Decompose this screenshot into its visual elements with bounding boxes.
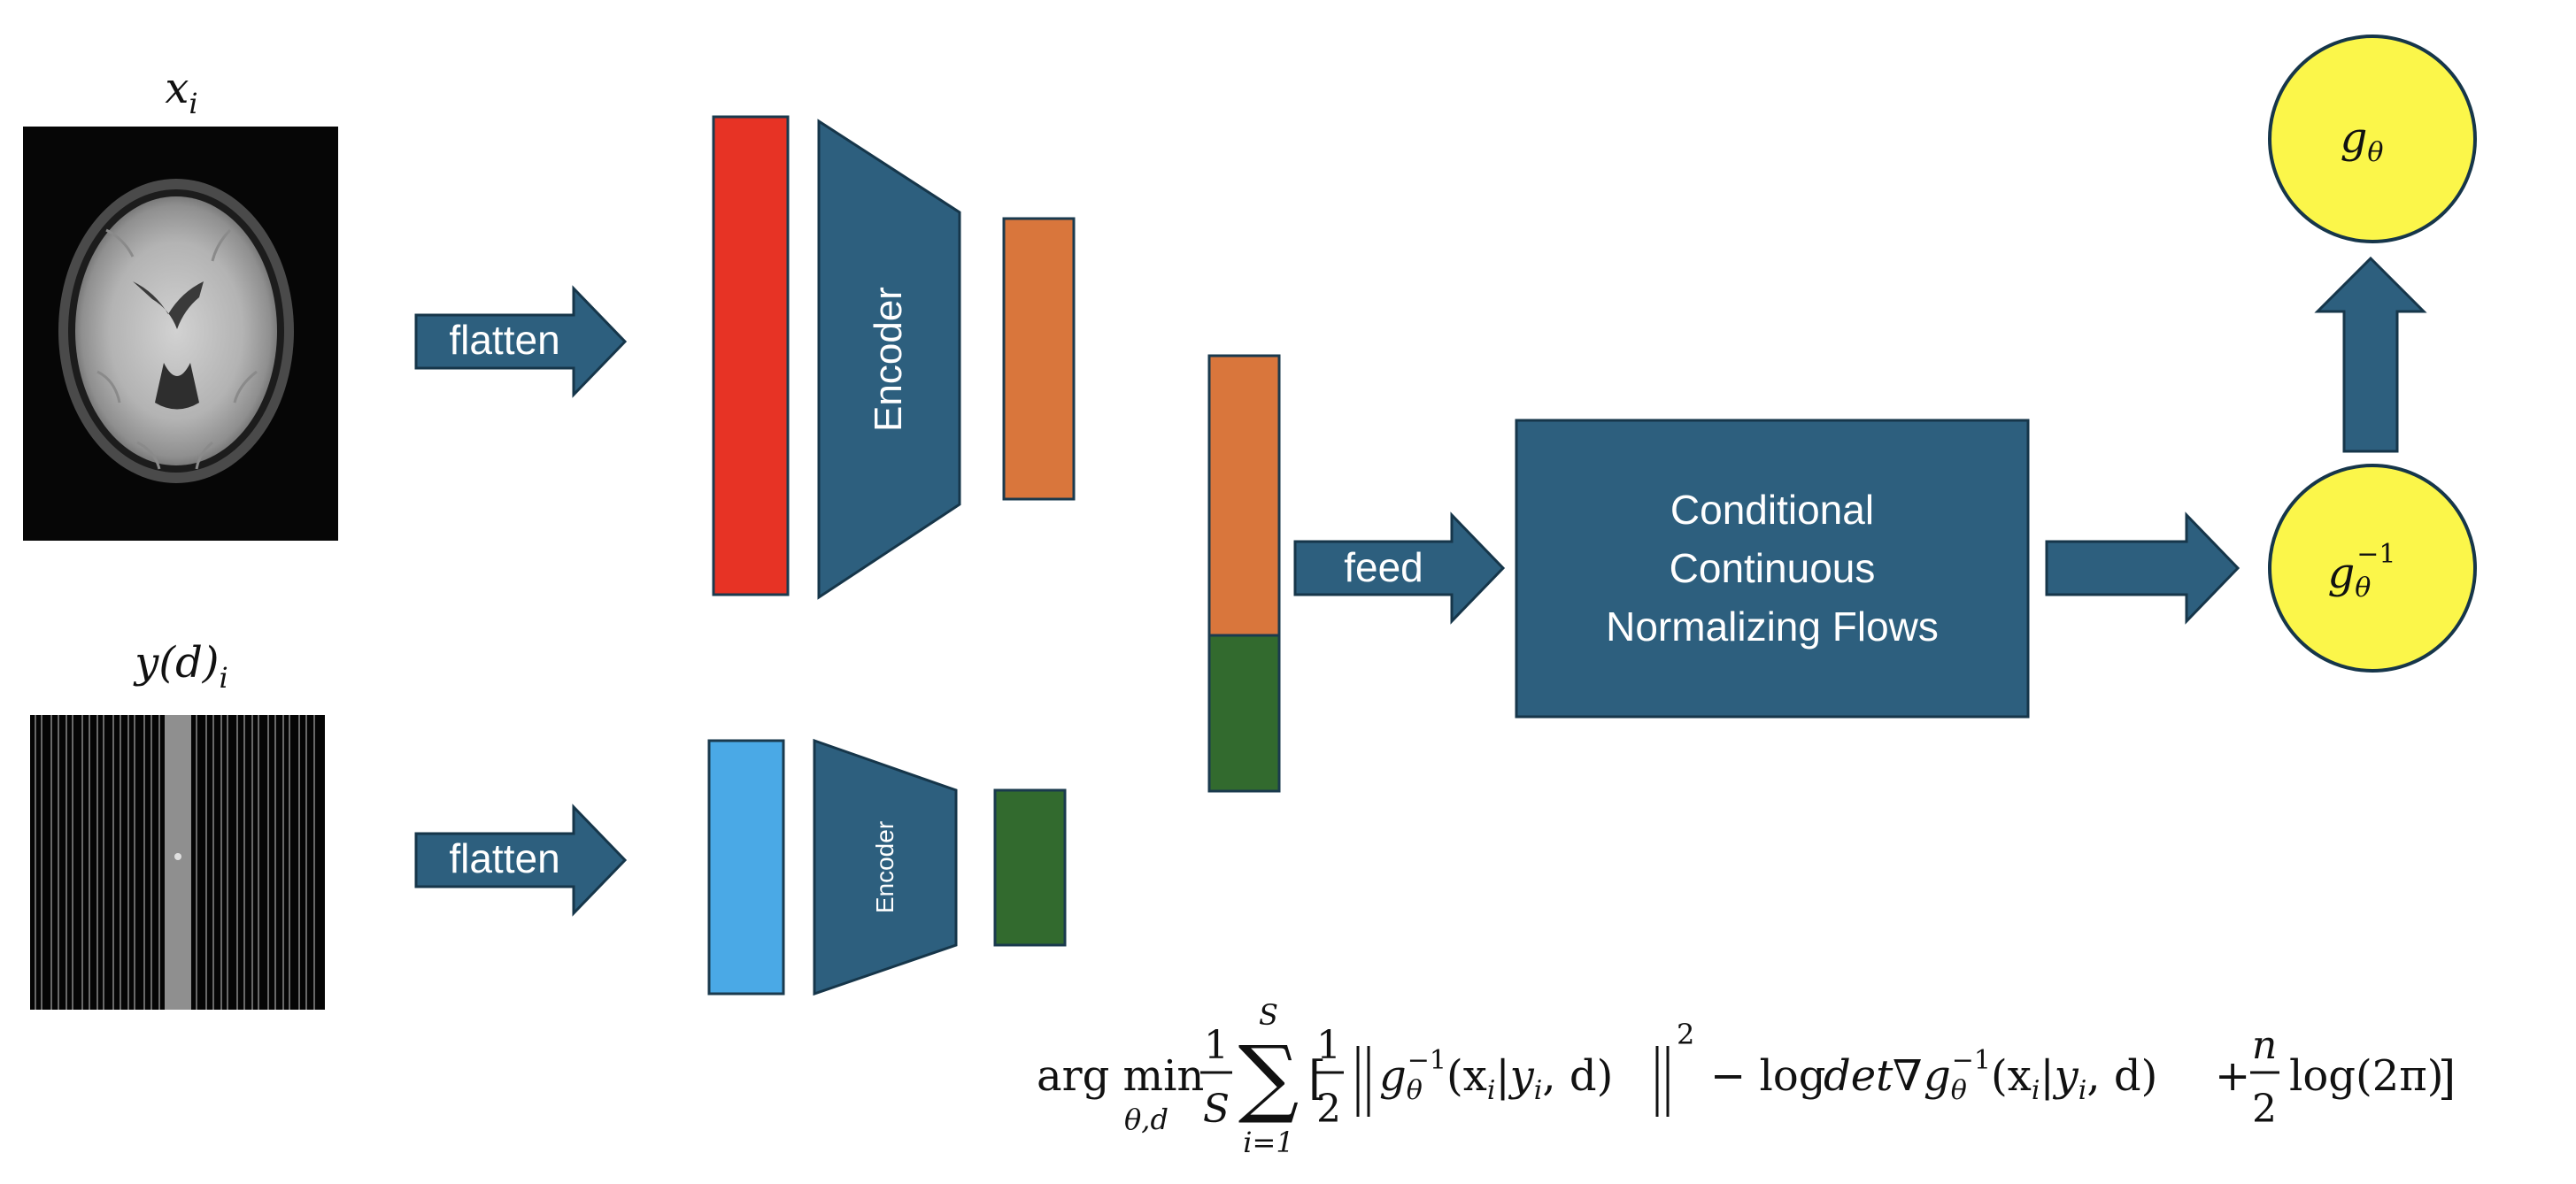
image-vector-block xyxy=(712,115,790,596)
up-arrow xyxy=(2314,256,2427,453)
eq-argmin: arg min xyxy=(1037,1051,1204,1101)
concat-measurement-part xyxy=(1207,634,1281,793)
eq-log2pi: log(2π) xyxy=(2289,1051,2444,1101)
feed-arrow: feed xyxy=(1293,511,1506,625)
ccnf-label-line1: Conditional xyxy=(1670,487,1874,533)
eq-term1-args-i2: i xyxy=(1534,1075,1543,1106)
eq-argmin-sub: θ,d xyxy=(1124,1103,1168,1136)
eq-term1-args-rest: |y xyxy=(1495,1051,1534,1101)
kspace-center-dot xyxy=(174,853,181,860)
eq-term1-args: (x xyxy=(1446,1051,1487,1101)
kspace-center-band xyxy=(165,715,191,1010)
eq-sum-top: S xyxy=(1259,998,1278,1032)
eq-frac2-den: 2 xyxy=(1316,1087,1341,1132)
output-arrow xyxy=(2045,511,2241,625)
ccnf-label-line3: Normalizing Flows xyxy=(1606,604,1939,650)
forward-flow-node: gθ xyxy=(2268,35,2477,243)
ccnf-box: Conditional Continuous Normalizing Flows xyxy=(1515,419,2030,719)
eq-term2-args: (x xyxy=(1991,1051,2032,1101)
kspace-image xyxy=(30,715,325,1010)
ccnf-label-line2: Continuous xyxy=(1670,545,1876,591)
loss-equation: arg min θ,d 1 S S ∑ i=1 [ 1 2 gθ−1(xi|yi… xyxy=(1037,998,2456,1159)
feed-label: feed xyxy=(1344,544,1423,590)
image-label-main: x xyxy=(165,64,189,113)
eq-frac1-den: S xyxy=(1203,1087,1230,1132)
image-label-sub: i xyxy=(189,87,197,120)
encoder-top-label: Encoder xyxy=(867,287,910,432)
forward-flow-label: gθ xyxy=(2341,113,2384,168)
eq-frac3-num: n xyxy=(2252,1023,2277,1068)
eq-close-bracket: ] xyxy=(2438,1052,2456,1105)
flatten-label-bottom: flatten xyxy=(449,835,559,881)
inverse-flow-sup: −1 xyxy=(2356,539,2395,570)
ventricles-lower xyxy=(155,363,199,410)
eq-square: 2 xyxy=(1677,1018,1694,1051)
eq-nabla: ∇ xyxy=(1893,1051,1923,1101)
encoder-bottom-label: Encoder xyxy=(871,821,899,913)
inverse-flow-sub: θ xyxy=(2355,573,2371,604)
inverse-flow-label: gθ−1 xyxy=(2327,539,2395,604)
concat-image-part xyxy=(1207,354,1281,637)
flatten-arrow-top: flatten xyxy=(414,285,628,398)
measurement-label-sub: i xyxy=(220,661,228,695)
eq-term1-sup: −1 xyxy=(1408,1045,1446,1076)
eq-frac2-num: 1 xyxy=(1316,1023,1341,1068)
eq-term2-args-i2: i xyxy=(2079,1075,2087,1106)
image-label: xi xyxy=(165,64,197,120)
forward-flow-main: g xyxy=(2341,113,2368,163)
eq-term1-g: g xyxy=(1379,1051,1407,1101)
measurement-label: y(d)i xyxy=(133,638,228,695)
eq-term2-g: g xyxy=(1924,1051,1951,1101)
eq-term2-sub: θ xyxy=(1951,1075,1967,1106)
encoder-top: Encoder xyxy=(817,119,961,600)
sulci xyxy=(96,228,258,470)
encoder-bottom: Encoder xyxy=(813,738,958,996)
eq-term2-args-rest: |y xyxy=(2040,1051,2079,1101)
eq-plus: + xyxy=(2215,1051,2250,1101)
eq-term1: gθ−1(xi|yi, d) xyxy=(1379,1045,1613,1106)
image-latent-block xyxy=(1002,217,1076,501)
eq-term2-args-i: i xyxy=(2032,1075,2040,1106)
inverse-flow-main: g xyxy=(2327,549,2355,598)
flatten-arrow-bottom: flatten xyxy=(414,803,628,917)
ventricles-upper xyxy=(133,281,204,329)
eq-open-bracket: [ xyxy=(1308,1052,1326,1105)
eq-sum-sign: ∑ xyxy=(1238,1027,1300,1126)
eq-term2-args-end: , d) xyxy=(2086,1051,2157,1101)
eq-sum-bottom: i=1 xyxy=(1243,1126,1293,1159)
brain-tissue xyxy=(75,196,277,465)
eq-term1-args-i: i xyxy=(1487,1075,1496,1106)
eq-term2: gθ−1(xi|yi, d) xyxy=(1924,1045,2157,1106)
eq-term1-sub: θ xyxy=(1407,1075,1423,1106)
eq-minus-log: − log xyxy=(1710,1051,1825,1101)
inverse-flow-node: gθ−1 xyxy=(2268,464,2477,673)
kspace-lines xyxy=(35,715,315,1010)
eq-term2-sup: −1 xyxy=(1952,1045,1991,1076)
measurement-latent-block xyxy=(993,788,1067,947)
eq-det: det xyxy=(1824,1051,1893,1101)
mri-image xyxy=(23,127,338,541)
measurement-vector-block xyxy=(707,739,785,996)
eq-frac3-den: 2 xyxy=(2252,1087,2277,1132)
eq-term1-args-end: , d) xyxy=(1542,1051,1613,1101)
eq-frac1-num: 1 xyxy=(1204,1023,1229,1068)
measurement-label-main: y(d) xyxy=(133,638,219,688)
flatten-label-top: flatten xyxy=(449,317,559,363)
forward-flow-sub: θ xyxy=(2367,137,2383,168)
